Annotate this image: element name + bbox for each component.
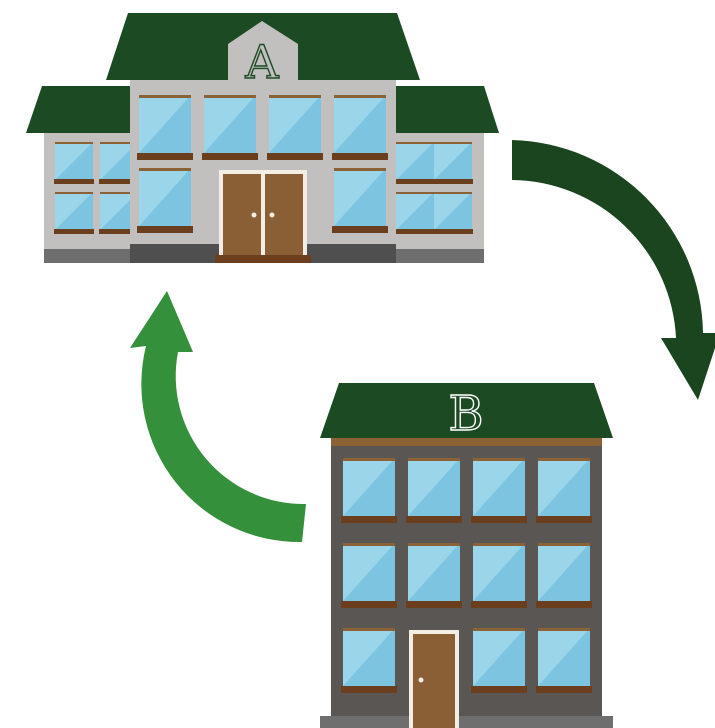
building-a: A <box>26 13 499 263</box>
building-a-double-door <box>215 170 311 263</box>
building-a-left-wing-base <box>44 249 132 263</box>
arrow-b-to-a <box>130 291 306 542</box>
building-b: B <box>320 383 613 728</box>
building-a-right-wing-roof <box>396 86 499 133</box>
building-b-base <box>320 716 613 728</box>
arrow-a-to-b <box>512 140 715 400</box>
building-a-left-wing-roof <box>26 86 132 133</box>
building-b-letter: B <box>448 386 483 442</box>
building-b-door <box>409 630 459 728</box>
building-a-letter: A <box>244 35 279 89</box>
building-b-trim <box>331 438 602 446</box>
building-a-right-wing-base <box>396 249 484 263</box>
